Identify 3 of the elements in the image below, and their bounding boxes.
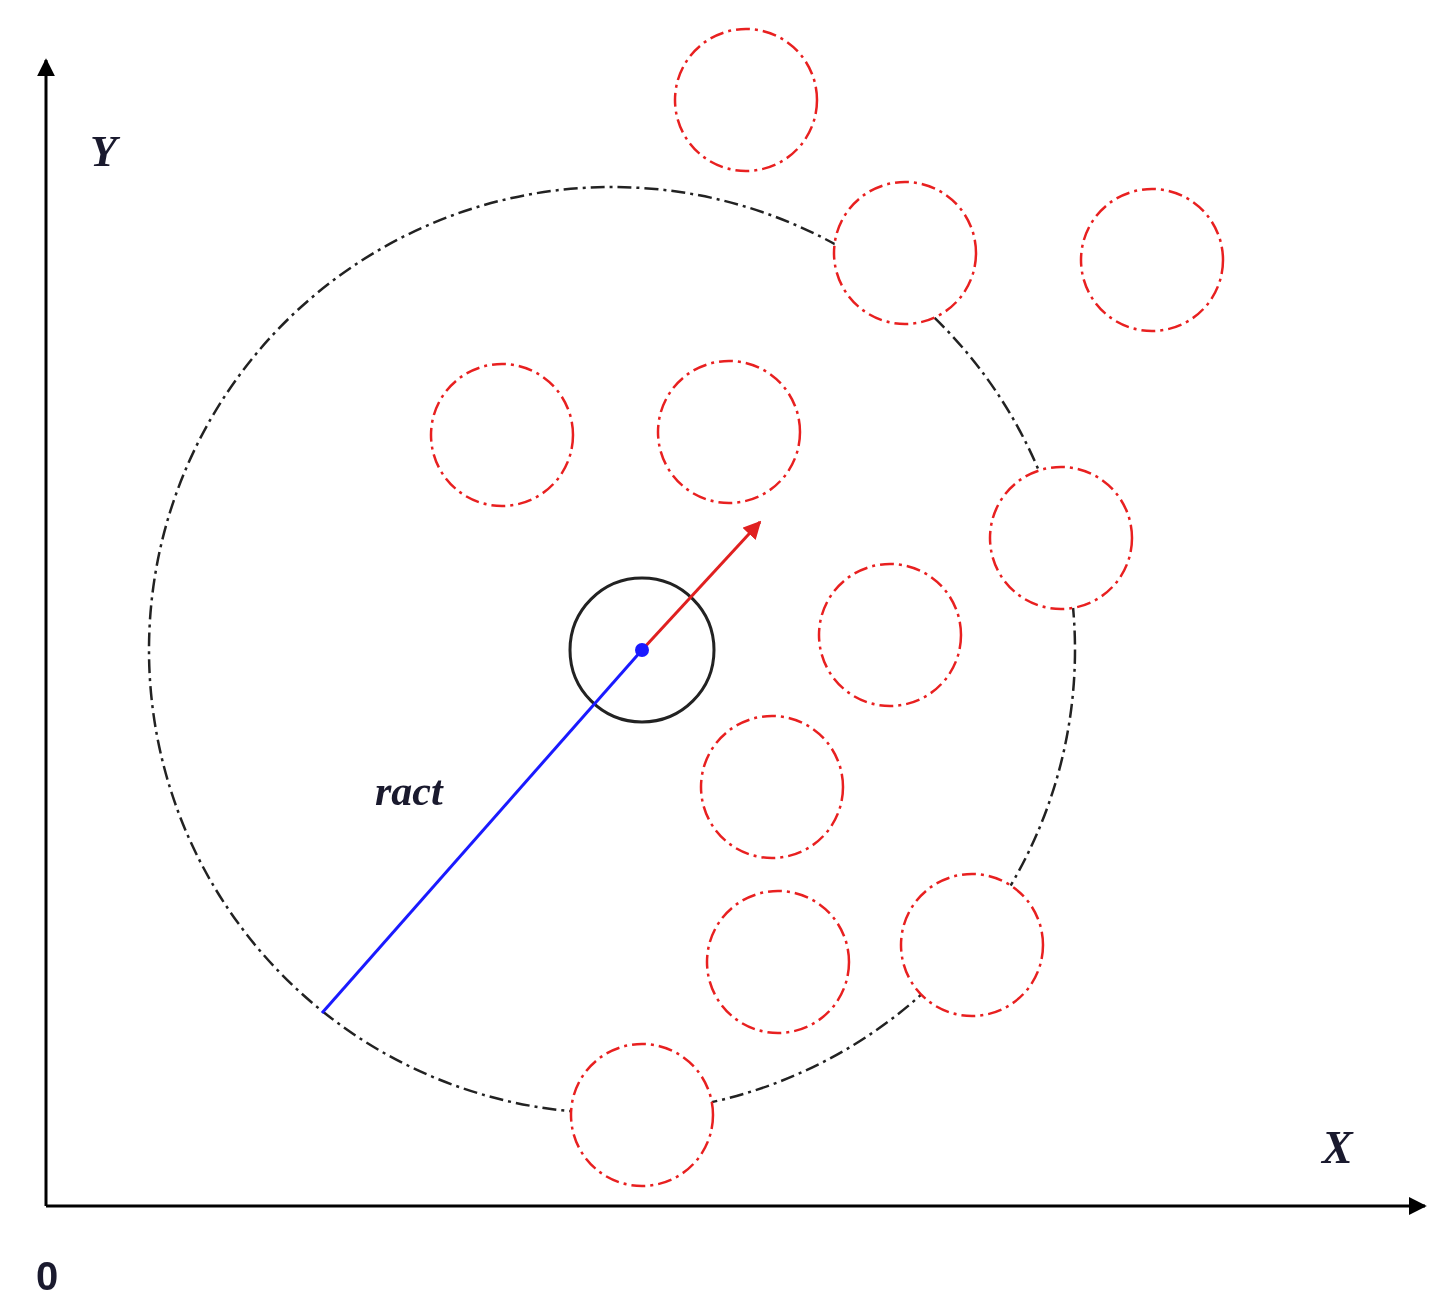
- axis-label: X: [1322, 1125, 1353, 1171]
- radius-label: ract: [375, 770, 443, 812]
- origin-label: 0: [36, 1256, 59, 1296]
